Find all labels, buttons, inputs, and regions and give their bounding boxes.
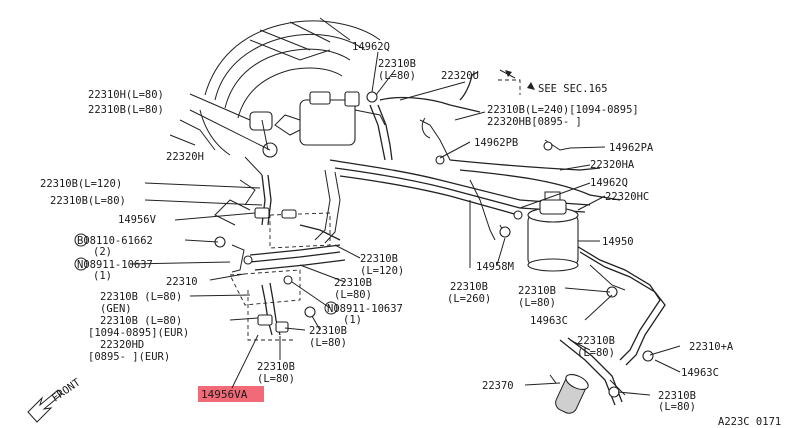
label-nut-08911-a: N08911-10637 [77, 259, 153, 271]
label-l80-bottom: (L=80) [257, 373, 295, 385]
label-22310b-l260: 22310B [450, 281, 488, 293]
label-22320hb: 22320HB[0895- ] [487, 116, 582, 128]
label-14956v: 14956V [118, 214, 157, 226]
label-22310b-l80-a: 22310B(L=80) [88, 104, 164, 116]
bolt-marker-icon [74, 233, 88, 247]
label-nut-qty-a: (1) [93, 270, 112, 282]
label-14963c-b: 14963C [681, 367, 719, 379]
label-l80-rl: (L=80) [577, 347, 615, 359]
label-bolt-qty: (2) [93, 246, 112, 258]
label-14962pa: 14962PA [609, 142, 654, 154]
label-14962q-right: 14962Q [590, 177, 628, 189]
label-22320u: 22320U [441, 70, 479, 82]
label-22320hd: 22320HD [100, 339, 144, 351]
label-22310b-center: 22310B [334, 277, 372, 289]
label-hd-eur: [0895- ](EUR) [88, 351, 170, 363]
circle-markers [74, 233, 338, 315]
label-14950: 14950 [602, 236, 634, 248]
label-14962q-top: 14962Q [352, 41, 390, 53]
part-labels: 14962Q 22310B (L=80) 22320U SEE SEC.165 … [40, 41, 781, 428]
see-sec-arrow-icon [505, 70, 535, 90]
front-arrow-icon [27, 389, 63, 423]
label-gen: (GEN) [100, 303, 132, 315]
label-22310b-lower: 22310B [309, 325, 347, 337]
label-22310b-br: 22310B [658, 390, 696, 402]
label-22310-a: 22310+A [689, 341, 734, 353]
label-l80-lower: (L=80) [309, 337, 347, 349]
label-14962pb: 14962PB [474, 137, 518, 149]
label-l80-top: (L=80) [378, 70, 416, 82]
label-22310b-rl: 22310B [577, 335, 615, 347]
label-14963c-a: 14963C [530, 315, 568, 327]
label-bolt-08110: B08110-61662 [77, 235, 153, 247]
label-22310b-bottom: 22310B [257, 361, 295, 373]
label-22370: 22370 [482, 380, 514, 392]
label-l80-right-mid: (L=80) [518, 297, 556, 309]
label-nut-08911-b: N08911-10637 [327, 303, 403, 315]
hose-network [249, 71, 666, 406]
intake-parts [249, 91, 386, 158]
valve-22370 [549, 374, 589, 414]
engine-outline [169, 17, 381, 226]
label-see-sec: SEE SEC.165 [538, 83, 608, 95]
canister-14950 [527, 191, 579, 272]
label-l120-mid: (L=120) [360, 265, 404, 277]
nut-marker-icon [74, 257, 88, 271]
label-22310h: 22310H(L=80) [88, 89, 164, 101]
dashed-frames [229, 79, 521, 341]
label-14956va: 14956VA [201, 388, 248, 401]
figure-code: A223C 0171 [718, 416, 781, 428]
label-22310b-mid: 22310B [360, 253, 398, 265]
label-22310b-top: 22310B [378, 58, 416, 70]
label-nut-qty-b: (1) [343, 314, 362, 326]
label-l80-center: (L=80) [334, 289, 372, 301]
label-l260: (L=260) [447, 293, 491, 305]
label-22310b-gen: 22310B (L=80) [100, 291, 182, 303]
label-front: FRONT [50, 376, 83, 404]
label-l80-br: (L=80) [658, 401, 696, 413]
label-eur-range: [1094-0895](EUR) [88, 327, 189, 339]
nut-marker-icon-2 [324, 301, 338, 315]
highlight-box [198, 386, 264, 402]
leader-lines [129, 51, 681, 396]
label-22310b-l80-b: 22310B(L=80) [50, 195, 126, 207]
label-22310: 22310 [166, 276, 198, 288]
label-22320ha: 22320HA [590, 159, 635, 171]
label-22310b-eur: 22310B (L=80) [100, 315, 182, 327]
label-14958m: 14958M [476, 261, 514, 273]
label-22320hc: 22320HC [605, 191, 649, 203]
fittings [214, 91, 654, 398]
label-22310b-right-mid: 22310B [518, 285, 556, 297]
label-22310b-l120: 22310B(L=120) [40, 178, 122, 190]
label-22310b-l240: 22310B(L=240)[1094-0895] [487, 104, 639, 116]
label-22320h: 22320H [166, 151, 204, 163]
